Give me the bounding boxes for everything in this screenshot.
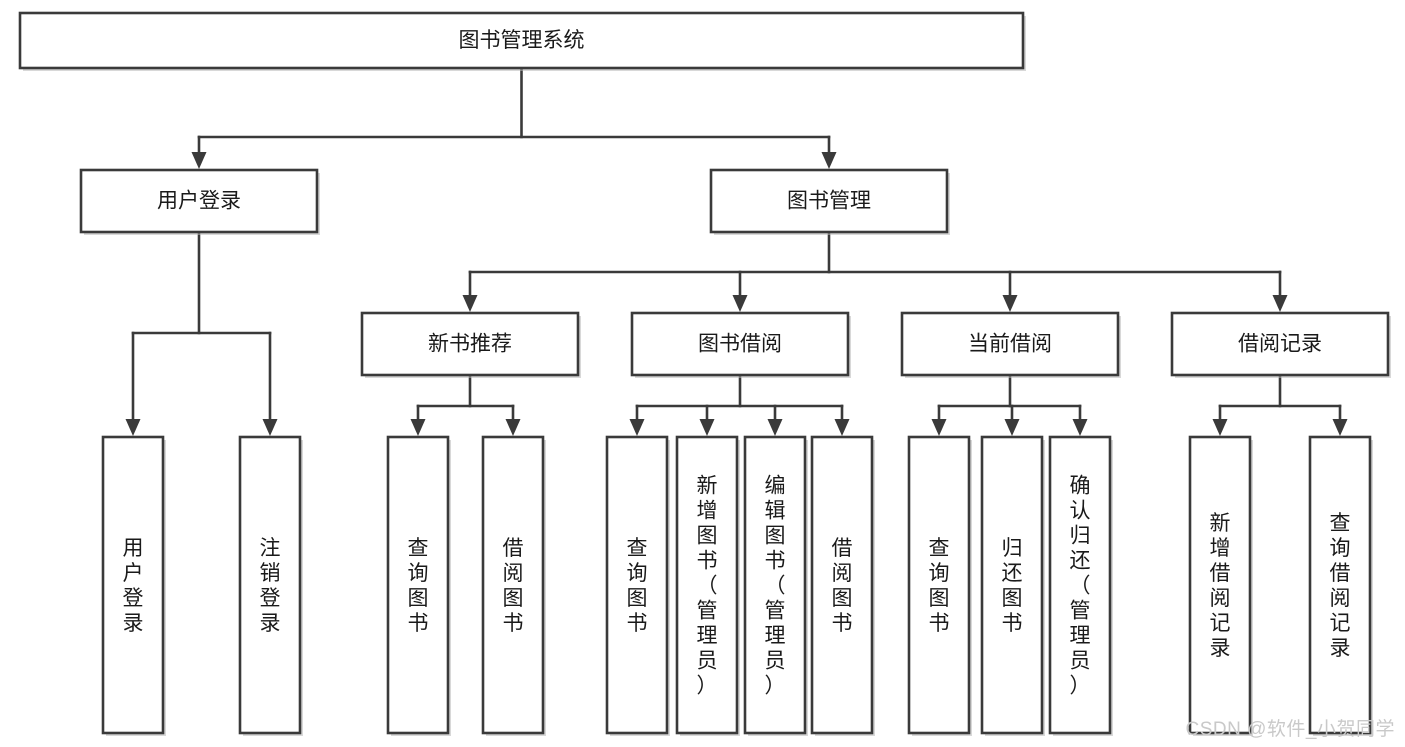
node-label: 当前借阅 (968, 333, 1052, 356)
node-box (18, 11, 1025, 70)
node-label: 图书管理系统 (459, 29, 585, 52)
connectors-layer (125, 66, 1348, 436)
node-box (1048, 435, 1112, 735)
node-label: 新书推荐 (428, 333, 512, 356)
node-leaf-user-login[interactable]: 用户登录 (101, 435, 166, 736)
node-label: 借阅记录 (1238, 333, 1322, 356)
node-box (238, 435, 302, 735)
node-label: 查询借阅记录 (1330, 512, 1351, 660)
node-label: 查询图书 (929, 537, 950, 635)
node-label: 注销登录 (260, 537, 281, 635)
node-label: 图书管理 (787, 190, 871, 213)
node-box (101, 435, 165, 735)
node-box (675, 435, 739, 735)
node-box (360, 311, 580, 377)
node-label: 新增图书（管理员） (697, 475, 718, 698)
nodes-layer: 图书管理系统用户登录图书管理新书推荐图书借阅当前借阅借阅记录用户登录注销登录查询… (18, 11, 1391, 736)
connector-group-book-manage (462, 230, 1288, 312)
node-borrow-record[interactable]: 借阅记录 (1170, 311, 1391, 378)
node-book-manage[interactable]: 图书管理 (709, 168, 950, 235)
node-leaf-borrow-book-2[interactable]: 借阅图书 (810, 435, 875, 736)
connector-group-borrow-record (1212, 373, 1348, 436)
node-leaf-borrow-book-1[interactable]: 借阅图书 (481, 435, 546, 736)
node-box (900, 311, 1120, 377)
node-leaf-query-book-3[interactable]: 查询图书 (907, 435, 972, 736)
node-label: 编辑图书（管理员） (765, 475, 786, 698)
node-label: 查询图书 (627, 537, 648, 635)
connector-group-root (191, 66, 837, 169)
node-leaf-add-book[interactable]: 新增图书（管理员） (675, 435, 740, 736)
node-leaf-query-book-2[interactable]: 查询图书 (605, 435, 670, 736)
node-root[interactable]: 图书管理系统 (18, 11, 1026, 71)
node-box (743, 435, 807, 735)
node-leaf-confirm-return[interactable]: 确认归还（管理员） (1048, 435, 1113, 736)
node-label: 借阅图书 (503, 537, 524, 635)
connector-group-book-borrow (629, 373, 850, 436)
connector-group-new-book-rec (410, 373, 521, 436)
node-leaf-logout[interactable]: 注销登录 (238, 435, 303, 736)
node-label: 归还图书 (1002, 537, 1023, 635)
node-label: 图书借阅 (698, 333, 782, 356)
node-box (1170, 311, 1390, 377)
node-box (980, 435, 1044, 735)
node-box (1308, 435, 1372, 735)
node-box (630, 311, 850, 377)
node-leaf-return-book[interactable]: 归还图书 (980, 435, 1045, 736)
node-user-login[interactable]: 用户登录 (79, 168, 320, 235)
node-box (907, 435, 971, 735)
node-label: 确认归还（管理员） (1070, 475, 1091, 698)
node-box (709, 168, 949, 234)
node-box (810, 435, 874, 735)
node-label: 用户登录 (123, 537, 144, 635)
node-label: 查询图书 (408, 537, 429, 635)
node-box (1188, 435, 1252, 735)
connector-group-current-borrow (931, 373, 1088, 436)
node-box (605, 435, 669, 735)
node-new-book-rec[interactable]: 新书推荐 (360, 311, 581, 378)
node-book-borrow[interactable]: 图书借阅 (630, 311, 851, 378)
node-leaf-query-record[interactable]: 查询借阅记录 (1308, 435, 1373, 736)
node-label: 用户登录 (157, 190, 241, 213)
node-label: 借阅图书 (832, 537, 853, 635)
node-current-borrow[interactable]: 当前借阅 (900, 311, 1121, 378)
node-leaf-add-record[interactable]: 新增借阅记录 (1188, 435, 1253, 736)
node-box (79, 168, 319, 234)
node-label: 新增借阅记录 (1210, 512, 1231, 660)
node-box (386, 435, 450, 735)
node-leaf-query-book-1[interactable]: 查询图书 (386, 435, 451, 736)
node-box (481, 435, 545, 735)
node-leaf-edit-book[interactable]: 编辑图书（管理员） (743, 435, 808, 736)
connector-group-user-login (125, 230, 278, 436)
